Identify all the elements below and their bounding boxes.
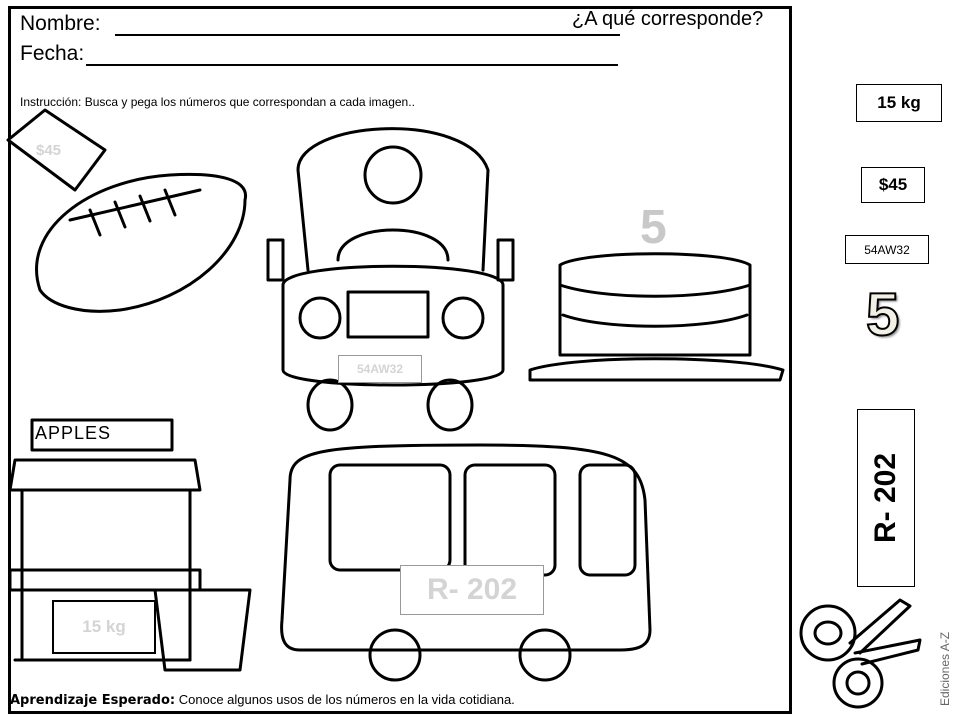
instruction: Instrucción: Busca y pega los números qu…	[20, 95, 415, 109]
cutout-plate[interactable]: 54AW32	[845, 235, 929, 264]
football-price-tag: $45	[36, 142, 62, 159]
learning-goal: Aprendizaje Esperado: Conoce algunos uso…	[10, 692, 515, 708]
cake-number: 5	[640, 201, 667, 254]
apple-stand-sign: APPLES	[35, 423, 112, 443]
car-license-plate: 54AW32	[338, 355, 422, 383]
cutout-weight[interactable]: 15 kg	[856, 84, 942, 122]
scissors-icon	[799, 598, 922, 709]
car-illustration	[266, 127, 515, 432]
worksheet	[8, 6, 792, 714]
learning-goal-label: Aprendizaje Esperado:	[10, 693, 176, 708]
name-line[interactable]	[115, 34, 620, 36]
apple-stand-illustration	[8, 418, 252, 672]
bus-route-number: R- 202	[400, 565, 544, 615]
date-line[interactable]	[86, 64, 618, 66]
cutout-route: R- 202	[869, 452, 903, 544]
cutout-route-card[interactable]: R- 202	[857, 409, 915, 587]
cake-illustration	[528, 252, 785, 382]
apple-stand-weight: 15 kg	[52, 600, 156, 654]
name-label: Nombre:	[20, 12, 101, 35]
publisher-credit: Ediciones A-Z	[938, 631, 952, 706]
cutout-number[interactable]: 5	[865, 280, 900, 349]
football-illustration	[6, 108, 248, 313]
learning-goal-text: Conoce algunos usos de los números en la…	[178, 692, 515, 707]
cutout-price[interactable]: $45	[861, 167, 925, 203]
date-label: Fecha:	[20, 42, 85, 65]
bus-illustration	[280, 443, 652, 682]
worksheet-title: ¿A qué corresponde?	[572, 8, 764, 30]
